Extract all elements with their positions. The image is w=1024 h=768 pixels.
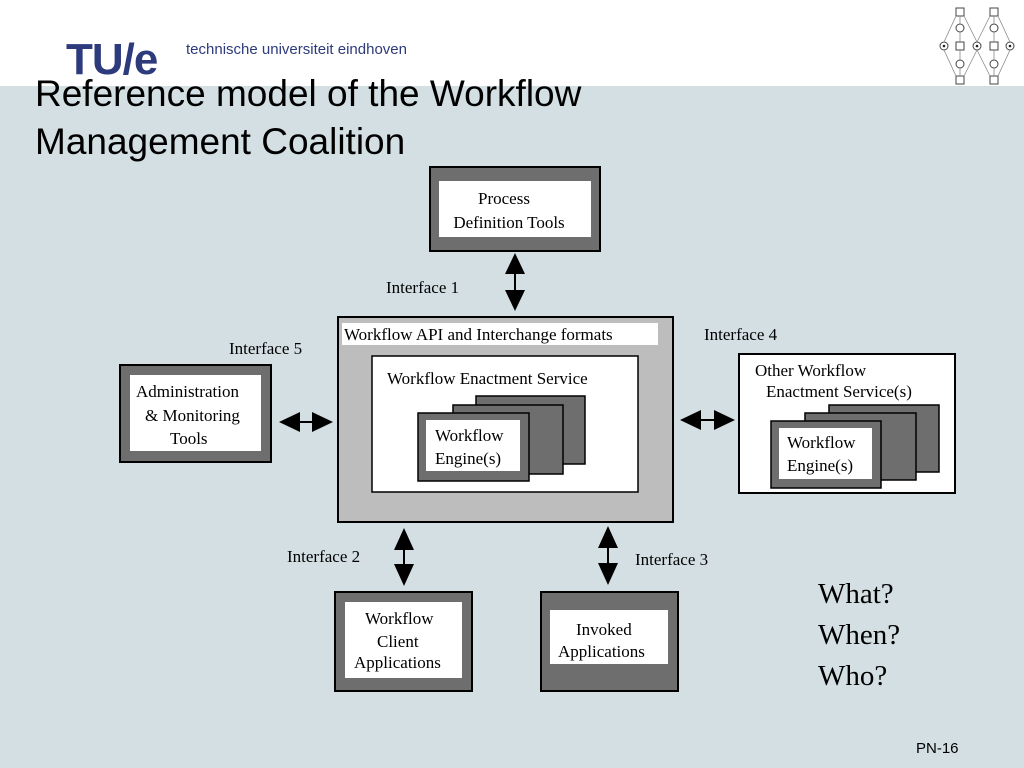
invoked-apps-label-2: Applications bbox=[558, 642, 645, 661]
interface-3-label: Interface 3 bbox=[635, 550, 708, 569]
admin-monitoring-tools-box: Administration & Monitoring Tools bbox=[119, 364, 272, 463]
interface-3-arrow bbox=[598, 526, 618, 585]
header-band bbox=[0, 0, 1024, 86]
page-number: PN-16 bbox=[916, 740, 959, 757]
title-line-1: Reference model of the Workflow bbox=[35, 73, 582, 114]
question-what: What? bbox=[818, 578, 894, 610]
other-enactment-label-2: Enactment Service(s) bbox=[766, 382, 912, 401]
other-engine-label-1: Workflow bbox=[787, 433, 856, 452]
client-applications-box: Workflow Client Applications bbox=[334, 591, 473, 692]
admin-label-2: & Monitoring bbox=[145, 406, 240, 425]
questions: What? When? Who? bbox=[818, 574, 900, 697]
interface-1-arrow bbox=[505, 253, 525, 311]
interface-2-arrow bbox=[394, 528, 414, 586]
api-label: Workflow API and Interchange formats bbox=[344, 325, 613, 344]
tue-logo: TU/e bbox=[66, 35, 158, 84]
client-apps-label-3: Applications bbox=[354, 653, 441, 672]
client-apps-label-2: Client bbox=[377, 632, 419, 651]
title-line-2: Management Coalition bbox=[35, 121, 406, 162]
other-engine-label-2: Engine(s) bbox=[787, 456, 853, 475]
interface-5-arrow bbox=[279, 412, 333, 432]
client-apps-label-1: Workflow bbox=[365, 609, 434, 628]
admin-label-3: Tools bbox=[170, 429, 208, 448]
process-definition-tools-box: Process Definition Tools bbox=[429, 166, 601, 252]
interface-4-label: Interface 4 bbox=[704, 325, 778, 344]
interface-5-label: Interface 5 bbox=[229, 339, 302, 358]
other-enactment-service-box: Other Workflow Enactment Service(s) Work… bbox=[738, 353, 956, 494]
question-when: When? bbox=[818, 619, 901, 651]
process-definition-label-2: Definition Tools bbox=[453, 213, 564, 232]
institution-name: technische universiteit eindhoven bbox=[186, 41, 407, 58]
interface-2-label: Interface 2 bbox=[287, 547, 360, 566]
interface-4-arrow bbox=[680, 410, 735, 430]
invoked-apps-label-1: Invoked bbox=[576, 620, 632, 639]
petri-net-icon bbox=[939, 7, 1015, 85]
invoked-applications-box: Invoked Applications bbox=[540, 591, 679, 692]
admin-label-1: Administration bbox=[136, 382, 239, 401]
other-enactment-label-1: Other Workflow bbox=[755, 361, 867, 380]
engine-label-1: Workflow bbox=[435, 426, 504, 445]
workflow-api-box: Workflow API and Interchange formats Wor… bbox=[337, 316, 674, 523]
engine-label-2: Engine(s) bbox=[435, 449, 501, 468]
interface-1-label: Interface 1 bbox=[386, 278, 459, 297]
process-definition-label-1: Process bbox=[478, 189, 530, 208]
enactment-service-label: Workflow Enactment Service bbox=[387, 369, 588, 388]
slide-title: Reference model of the Workflow Manageme… bbox=[35, 70, 581, 166]
question-who: Who? bbox=[818, 660, 888, 692]
